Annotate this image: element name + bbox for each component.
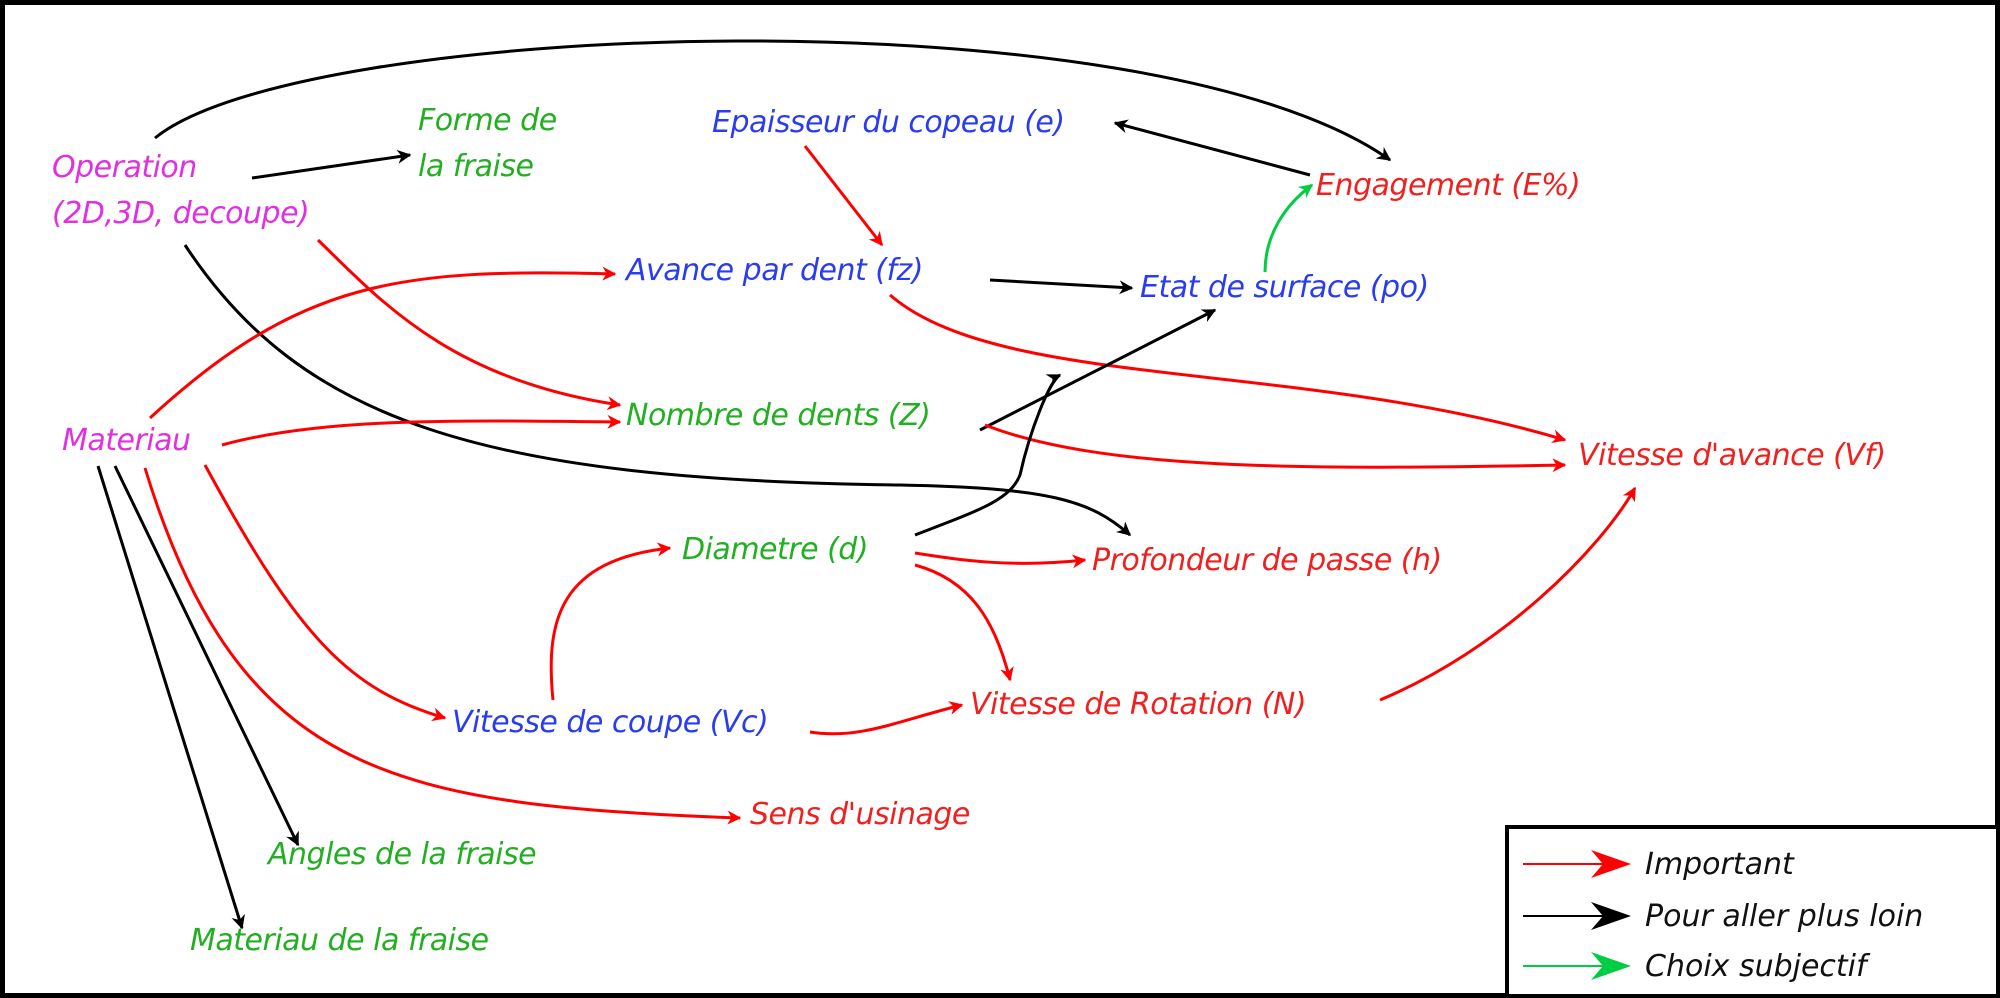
green-arrow-icon xyxy=(1523,952,1631,980)
edge-avance-dent-to-etat-surface xyxy=(989,278,1134,295)
edge-operation-to-engagement xyxy=(154,39,1392,162)
edge-etat-surface-to-engagement xyxy=(1263,183,1314,273)
node-vitesse-coupe: Vitesse de coupe (Vc) xyxy=(452,705,769,740)
node-forme-line2: la fraise xyxy=(418,149,534,184)
legend-label-subjective: Choix subjectif xyxy=(1645,948,1867,984)
node-materiau-fraise: Materiau de la fraise xyxy=(190,923,489,958)
legend-item-important: Important xyxy=(1519,839,1794,889)
legend-label-further: Pour aller plus loin xyxy=(1645,898,1924,934)
node-forme-line1: Forme de xyxy=(418,103,557,138)
edge-materiau-to-materiau-fraise xyxy=(96,465,245,930)
edge-materiau-to-vitesse-coupe xyxy=(203,464,447,722)
node-profondeur: Profondeur de passe (h) xyxy=(1092,543,1442,578)
node-materiau: Materiau xyxy=(62,423,191,458)
edge-nombre-dents-to-vitesse-avance xyxy=(984,423,1567,473)
node-vitesse-rotation: Vitesse de Rotation (N) xyxy=(970,687,1307,722)
edge-engagement-to-epaisseur xyxy=(1113,119,1311,177)
edge-materiau-to-sens-usinage xyxy=(143,467,742,825)
edge-materiau-to-nombre-dents xyxy=(221,414,622,447)
edge-avance-dent-to-vitesse-avance xyxy=(889,293,1567,444)
node-epaisseur: Epaisseur du copeau (e) xyxy=(712,105,1065,140)
edge-operation-to-profondeur xyxy=(183,244,1132,537)
edge-operation-to-nombre-dents xyxy=(316,238,622,411)
black-arrow-icon xyxy=(1523,902,1631,930)
edge-epaisseur-to-avance-dent xyxy=(803,145,884,247)
node-engagement: Engagement (E%) xyxy=(1316,168,1581,203)
node-sens-usinage: Sens d'usinage xyxy=(750,797,970,832)
edge-operation-to-forme xyxy=(251,149,412,180)
edge-vitesse-rotation-to-vitesse-avance xyxy=(1379,486,1637,702)
node-etat-surface: Etat de surface (po) xyxy=(1140,270,1429,305)
node-operation-line1: Operation xyxy=(52,150,197,185)
node-avance-dent: Avance par dent (fz) xyxy=(626,253,924,288)
edge-materiau-to-angles-fraise xyxy=(113,465,300,847)
node-forme-fraise: Forme de la fraise xyxy=(418,98,557,190)
edge-diametre-to-vitesse-rotation xyxy=(914,563,1014,682)
legend-label-important: Important xyxy=(1645,846,1794,882)
node-nombre-dents: Nombre de dents (Z) xyxy=(626,398,931,433)
node-operation: Operation (2D,3D, decoupe) xyxy=(52,145,310,237)
legend-item-subjective: Choix subjectif xyxy=(1519,941,1867,991)
node-operation-line2: (2D,3D, decoupe) xyxy=(52,196,310,231)
edge-diametre-to-etat-surface xyxy=(914,373,1062,537)
node-angles-fraise: Angles de la fraise xyxy=(268,837,537,872)
edge-diametre-to-profondeur xyxy=(914,551,1087,569)
legend: Important Pour aller plus loin Choix sub… xyxy=(1505,825,2000,998)
node-diametre: Diametre (d) xyxy=(682,532,869,567)
edge-vitesse-coupe-to-vitesse-rotation xyxy=(809,701,964,736)
edge-materiau-to-avance-dent xyxy=(148,266,617,420)
edge-vitesse-coupe-to-diametre xyxy=(549,542,672,701)
red-arrow-icon xyxy=(1523,850,1631,878)
edge-nombre-dents-to-etat-surface xyxy=(979,308,1217,432)
node-vitesse-avance: Vitesse d'avance (Vf) xyxy=(1578,438,1886,473)
legend-item-further: Pour aller plus loin xyxy=(1519,891,1923,941)
